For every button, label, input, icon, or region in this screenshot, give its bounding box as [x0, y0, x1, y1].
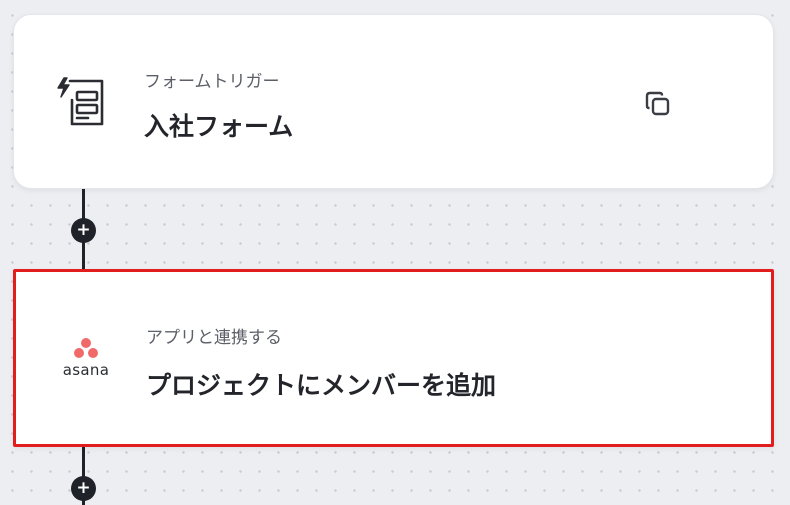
asana-logo: asana — [54, 326, 118, 390]
node-title: プロジェクトにメンバーを追加 — [146, 371, 497, 400]
node-type-label: フォームトリガー — [144, 72, 280, 92]
asana-wordmark: asana — [62, 361, 110, 379]
asana-dots-icon — [74, 338, 98, 358]
flow-node-form-trigger[interactable]: フォームトリガー 入社フォーム — [13, 14, 774, 189]
plus-icon: + — [76, 220, 91, 240]
flow-connector-line — [82, 446, 85, 505]
copy-icon — [643, 89, 673, 123]
plus-icon: + — [76, 478, 91, 498]
flow-node-app-action[interactable]: asana アプリと連携する プロジェクトにメンバーを追加 — [13, 269, 774, 447]
node-title: 入社フォーム — [144, 112, 294, 141]
add-step-button[interactable]: + — [71, 218, 96, 243]
node-type-label: アプリと連携する — [146, 328, 282, 348]
add-step-button[interactable]: + — [71, 476, 96, 501]
form-trigger-icon — [52, 70, 116, 134]
duplicate-button[interactable] — [640, 88, 676, 124]
